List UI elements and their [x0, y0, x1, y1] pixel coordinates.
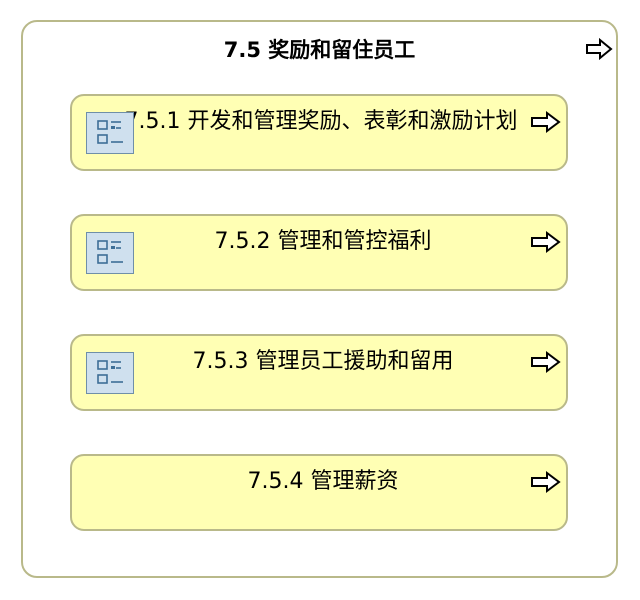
process-box-label: 7.5.3 管理员工援助和留用	[192, 349, 454, 374]
list-icon	[86, 112, 134, 154]
process-box-label: 7.5.4 管理薪资	[247, 469, 399, 494]
process-box-7-5-2[interactable]: 7.5.2 管理和管控福利	[70, 214, 568, 291]
arrow-right-outline-icon[interactable]	[530, 231, 562, 253]
arrow-right-outline-icon[interactable]	[530, 351, 562, 373]
process-box-7-5-4[interactable]: 7.5.4 管理薪资	[70, 454, 568, 531]
arrow-right-outline-icon[interactable]	[530, 111, 562, 133]
list-icon	[86, 352, 134, 394]
process-box-label: 7.5.1 开发和管理奖励、表彰和激励计划	[124, 109, 518, 134]
process-container: 7.5 奖励和留住员工 7.5.1 开发和管理奖励、表彰和激励计划 7.5.2 …	[21, 20, 618, 578]
list-icon	[86, 232, 134, 274]
process-box-7-5-1[interactable]: 7.5.1 开发和管理奖励、表彰和激励计划	[70, 94, 568, 171]
arrow-right-outline-icon[interactable]	[585, 38, 613, 60]
process-box-label: 7.5.2 管理和管控福利	[214, 229, 432, 254]
process-box-7-5-3[interactable]: 7.5.3 管理员工援助和留用	[70, 334, 568, 411]
arrow-right-outline-icon[interactable]	[530, 471, 562, 493]
container-title: 7.5 奖励和留住员工	[223, 38, 416, 62]
